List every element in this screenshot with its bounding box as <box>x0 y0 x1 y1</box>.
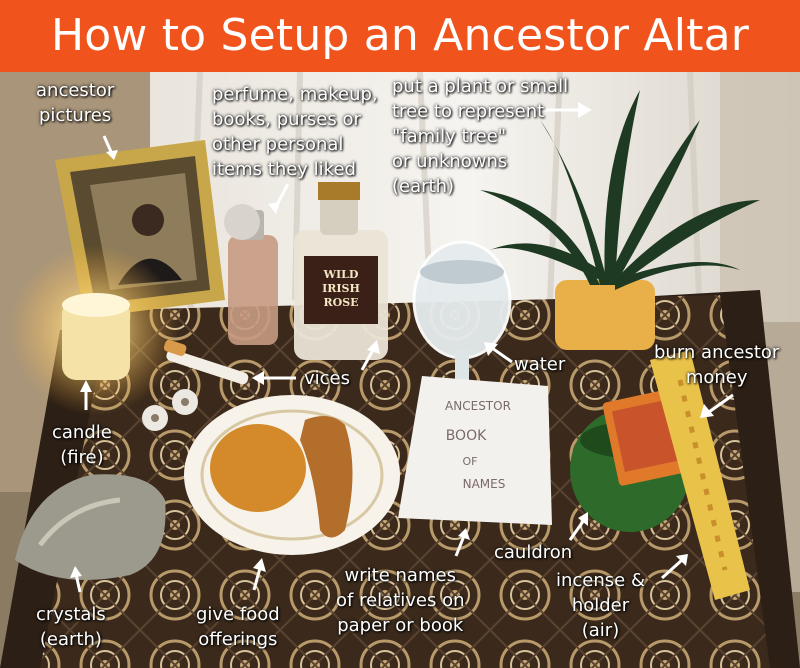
bottle-label-line-2: IRISH <box>322 282 360 295</box>
label-candle: candle (fire) <box>52 422 112 468</box>
label-burn-ancestor-money: burn ancestor money <box>654 342 780 388</box>
cigarette <box>163 339 249 385</box>
bottle-label-line-1: WILD <box>323 268 359 281</box>
paper-line-4: NAMES <box>463 477 506 491</box>
cauldron <box>570 389 690 532</box>
label-crystals: crystals (earth) <box>36 604 106 650</box>
paper-line-3: OF <box>463 455 478 468</box>
label-ancestor-pictures: ancestor pictures <box>36 80 115 126</box>
title-banner: How to Setup an Ancestor Altar <box>0 0 800 72</box>
label-personal-items: perfume, makeup, books, purses or other … <box>212 84 378 180</box>
label-cauldron: cauldron <box>494 542 573 563</box>
page-title: How to Setup an Ancestor Altar <box>50 10 750 61</box>
book-of-names-paper: ANCESTOR BOOK OF NAMES <box>398 376 552 525</box>
label-vices: vices <box>304 368 351 389</box>
label-arrows <box>70 102 734 593</box>
label-incense: incense & holder (air) <box>556 570 645 641</box>
mints <box>142 389 198 431</box>
potted-plant <box>480 90 760 350</box>
label-water: water <box>514 354 566 375</box>
food-plate <box>184 395 400 555</box>
perfume-bottle <box>224 204 278 345</box>
paper-line-1: ANCESTOR <box>445 399 511 413</box>
candle <box>9 245 179 415</box>
label-food-offerings: give food offerings <box>196 604 280 650</box>
bottle-label-line-3: ROSE <box>323 296 358 309</box>
incense-holder <box>650 350 750 600</box>
label-write-names: write names of relatives on paper or boo… <box>336 565 465 636</box>
water-glass <box>412 240 512 380</box>
paper-line-2: BOOK <box>446 428 487 444</box>
label-plant: put a plant or small tree to represent "… <box>392 76 569 197</box>
wild-irish-rose-bottle: WILD IRISH ROSE <box>294 182 388 360</box>
crystal-rock <box>15 474 166 580</box>
